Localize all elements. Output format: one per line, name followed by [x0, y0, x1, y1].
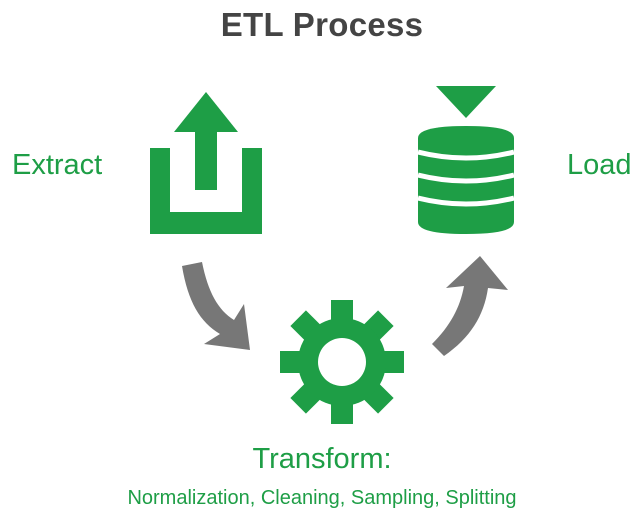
diagram-title: ETL Process [220, 6, 424, 43]
gear-icon [280, 300, 404, 424]
transform-details: Normalization, Cleaning, Sampling, Split… [127, 487, 517, 509]
load-label: Load [567, 149, 632, 181]
transform-label: Transform: [252, 443, 392, 475]
curved-arrow-down-right-icon [182, 262, 250, 350]
extract-label: Extract [12, 149, 103, 181]
upload-icon [150, 92, 262, 234]
database-icon [418, 86, 514, 234]
curved-arrow-up-right-icon [432, 256, 508, 356]
